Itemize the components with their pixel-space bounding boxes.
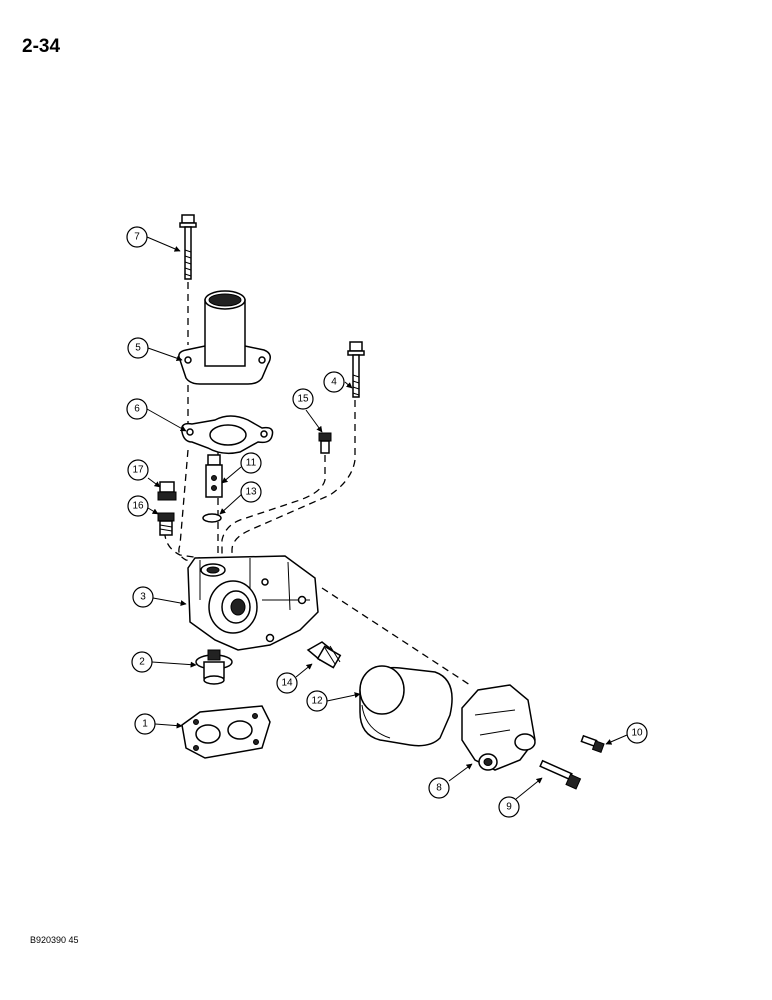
callout-1: 1 bbox=[134, 713, 156, 735]
svg-text:15: 15 bbox=[297, 394, 309, 405]
svg-text:14: 14 bbox=[281, 678, 293, 689]
sensor-part-16 bbox=[157, 512, 175, 536]
svg-text:16: 16 bbox=[132, 501, 144, 512]
callout-9: 9 bbox=[498, 796, 520, 818]
water-outlet-part-5 bbox=[178, 290, 271, 385]
callout-14: 14 bbox=[276, 672, 298, 694]
gasket-part-1 bbox=[181, 705, 271, 759]
fitting-part-14 bbox=[306, 641, 342, 669]
callout-16: 16 bbox=[127, 495, 149, 517]
svg-text:6: 6 bbox=[134, 404, 140, 415]
bolt-part-7 bbox=[179, 214, 197, 280]
svg-text:5: 5 bbox=[135, 343, 141, 354]
svg-text:1: 1 bbox=[142, 719, 148, 730]
svg-text:8: 8 bbox=[436, 783, 442, 794]
assembly-lines bbox=[163, 282, 471, 686]
o-ring-part-13 bbox=[202, 513, 222, 523]
bolt-part-4 bbox=[347, 341, 365, 398]
callout-8: 8 bbox=[428, 777, 450, 799]
callout-7: 7 bbox=[126, 226, 148, 248]
plug-part-15 bbox=[318, 432, 332, 454]
callout-3: 3 bbox=[132, 586, 154, 608]
valve-part-11 bbox=[205, 454, 223, 498]
filter-head-part-8 bbox=[461, 684, 536, 771]
callout-10: 10 bbox=[626, 722, 648, 744]
callout-13: 13 bbox=[240, 481, 262, 503]
svg-text:11: 11 bbox=[246, 458, 257, 469]
callout-2: 2 bbox=[131, 651, 153, 673]
thermostat-part-2 bbox=[195, 649, 233, 685]
fitting-part-17 bbox=[157, 481, 177, 501]
svg-text:10: 10 bbox=[631, 728, 643, 739]
oil-filter-part-12 bbox=[359, 665, 453, 747]
housing-part-3 bbox=[187, 555, 319, 651]
svg-text:9: 9 bbox=[506, 802, 512, 813]
callout-6: 6 bbox=[126, 398, 148, 420]
page-number: 2-34 bbox=[22, 36, 61, 57]
callout-17: 17 bbox=[127, 459, 149, 481]
leader-lines bbox=[146, 236, 628, 800]
callout-15: 15 bbox=[292, 388, 314, 410]
gasket-part-6 bbox=[180, 415, 274, 455]
callout-12: 12 bbox=[306, 690, 328, 712]
callout-4: 4 bbox=[323, 371, 345, 393]
svg-text:12: 12 bbox=[311, 696, 323, 707]
svg-text:13: 13 bbox=[245, 487, 257, 498]
figure-code: B920390 45 bbox=[30, 935, 79, 945]
cap-screw-part-10 bbox=[580, 734, 605, 754]
callout-11: 11 bbox=[240, 452, 262, 474]
svg-text:17: 17 bbox=[132, 465, 144, 476]
svg-text:3: 3 bbox=[140, 592, 146, 603]
svg-text:4: 4 bbox=[331, 377, 337, 388]
svg-text:2: 2 bbox=[139, 657, 145, 668]
svg-text:7: 7 bbox=[134, 232, 140, 243]
bolt-part-9 bbox=[539, 759, 582, 790]
callout-5: 5 bbox=[127, 337, 149, 359]
